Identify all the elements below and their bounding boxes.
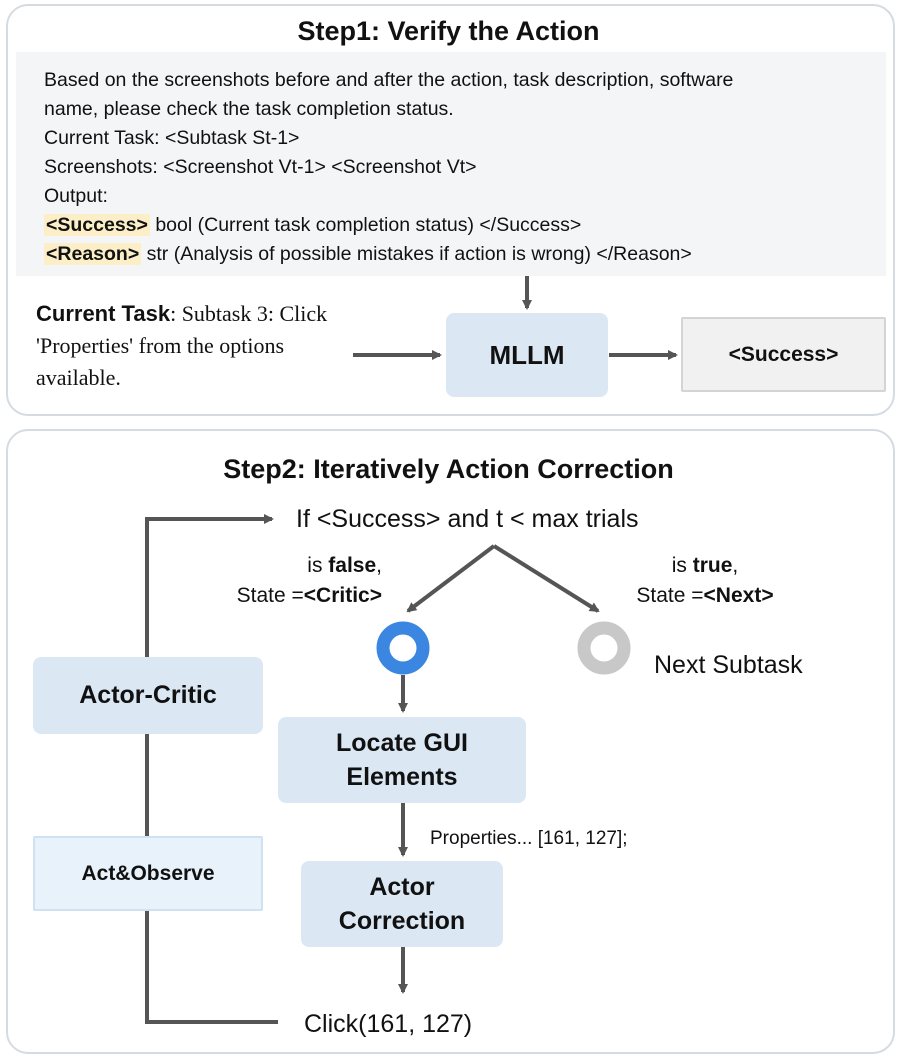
prompt-line-success: <Success> bool (Current task completion … [44,211,886,240]
locate-line-2: Elements [346,763,458,791]
current-task-label: Current Task [36,301,171,326]
next-node-icon [577,621,631,675]
condition-text: If <Success> and t < max trials [296,505,639,533]
next-tag: <Next> [703,584,774,607]
success-output-box: <Success> [681,317,886,392]
false-state: State = [236,584,304,607]
click-action-text: Click(161, 127) [304,1010,473,1038]
prompt-line-5: Output: [44,185,108,207]
success-tag: <Success> [44,214,150,236]
false-is: is [307,554,329,577]
current-task-line-1: : Subtask 3: Click [170,301,328,326]
critic-node-icon [376,621,430,675]
prompt-line-2: name, please check the task completion s… [44,98,454,120]
current-task-line-2: 'Properties' from the options [36,333,285,358]
actor-critic-box: Actor-Critic [33,657,263,734]
mllm-box: MLLM [446,313,608,397]
current-task-line-3: available. [36,365,121,390]
true-comma: , [732,554,739,577]
arrow-to-critic [406,544,496,613]
prompt-line-3: Current Task: <Subtask St-1> [44,127,300,149]
prompt-line-reason: <Reason> str (Analysis of possible mista… [44,240,886,269]
reason-desc: str (Analysis of possible mistakes if ac… [141,243,692,265]
prompt-line-1: Based on the screenshots before and afte… [44,69,734,91]
false-word: false [328,554,377,577]
success-desc: bool (Current task completion status) </… [149,214,582,236]
true-word: true [692,554,733,577]
true-state: State = [636,584,704,607]
actor-corr-line-1: Actor [369,873,435,901]
loop-line-top [145,514,274,657]
properties-text: Properties... [161, 127]; [430,828,628,849]
current-task-text: Current Task: Subtask 3: Click 'Properti… [36,298,327,394]
reason-tag: <Reason> [44,243,142,265]
step2-title: Step2: Iteratively Action Correction [223,454,674,484]
act-observe-box: Act&Observe [33,836,263,911]
prompt-line-4: Screenshots: <Screenshot Vt-1> <Screensh… [44,156,477,178]
critic-tag: <Critic> [303,584,382,607]
true-is: is [671,554,693,577]
false-comma: , [376,554,382,577]
locate-gui-box: Locate GUI Elements [278,717,526,803]
false-branch-label: is false, State =<Critic> [190,551,382,611]
next-subtask-label: Next Subtask [654,651,803,679]
actor-corr-line-2: Correction [338,907,466,935]
true-branch-label: is true, State =<Next> [620,551,790,611]
prompt-box: Based on the screenshots before and afte… [16,52,886,276]
step1-title: Step1: Verify the Action [297,16,600,46]
actor-correction-box: Actor Correction [301,861,503,947]
locate-line-1: Locate GUI [336,729,468,757]
loop-line-bottom [145,911,278,1024]
arrow-to-next [492,544,600,613]
